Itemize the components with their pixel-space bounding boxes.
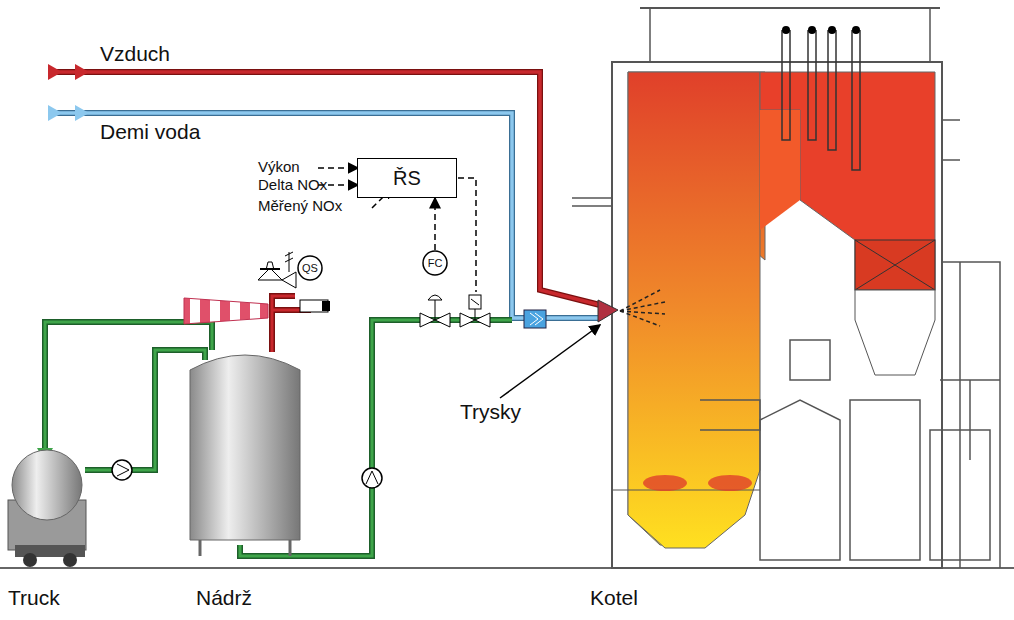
node-text: FC <box>428 257 443 269</box>
part-name: Trysky <box>460 400 521 424</box>
flow-controller: FC <box>422 250 448 276</box>
part-name: Nádrž <box>196 586 252 610</box>
stream-label: Vzduch <box>100 42 170 66</box>
quick-shutoff-indicator: QS <box>297 255 323 281</box>
part-name: Truck <box>8 586 60 610</box>
stream-label: Demi voda <box>100 120 200 144</box>
signal-connector <box>434 198 436 250</box>
part-name: Kotel <box>590 586 638 610</box>
node-text: ŘS <box>393 167 421 190</box>
signal-name: Delta NOx <box>258 176 327 193</box>
control-system-box: ŘS <box>357 158 457 198</box>
signal-name: Výkon <box>258 158 300 175</box>
signal-name: Měřený NOx <box>258 197 342 214</box>
node-text: QS <box>302 262 318 274</box>
